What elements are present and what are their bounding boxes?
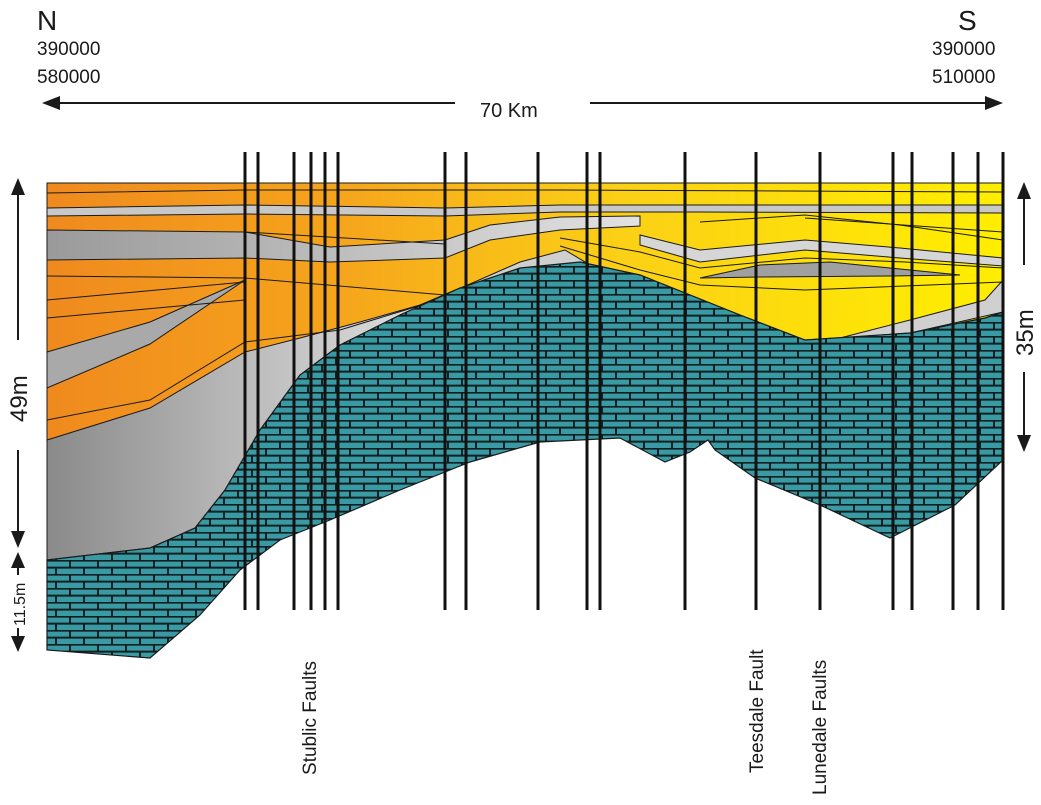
distance-arrow: [42, 96, 1003, 110]
grey-band-upper: [46, 215, 641, 263]
limestone-layer: [46, 261, 1004, 659]
fault-label-lunedale: Lunedale Faults: [810, 660, 831, 795]
south-label: S: [958, 5, 977, 36]
south-coord-1: 390000: [932, 39, 995, 60]
fault-lines: [243, 152, 1005, 610]
fault-label-teesdale: Teesdale Fault: [747, 649, 768, 773]
fault-label-stublic: Stublic Faults: [300, 661, 321, 775]
grey-wedge-left: [46, 279, 246, 389]
north-coord-2: 580000: [37, 67, 100, 88]
left-scale-arrows: [11, 178, 25, 652]
left-scale-lower-label: 11.5m: [12, 583, 29, 626]
north-coord-1: 390000: [37, 39, 100, 60]
grey-lens-right: [699, 261, 961, 279]
north-label: N: [37, 5, 57, 36]
right-scale-label: 35m: [1012, 309, 1039, 356]
left-scale-upper-label: 49m: [6, 375, 33, 422]
right-scale-arrows: [1017, 182, 1031, 452]
distance-label: 70 Km: [480, 100, 538, 122]
south-coord-2: 510000: [932, 67, 995, 88]
